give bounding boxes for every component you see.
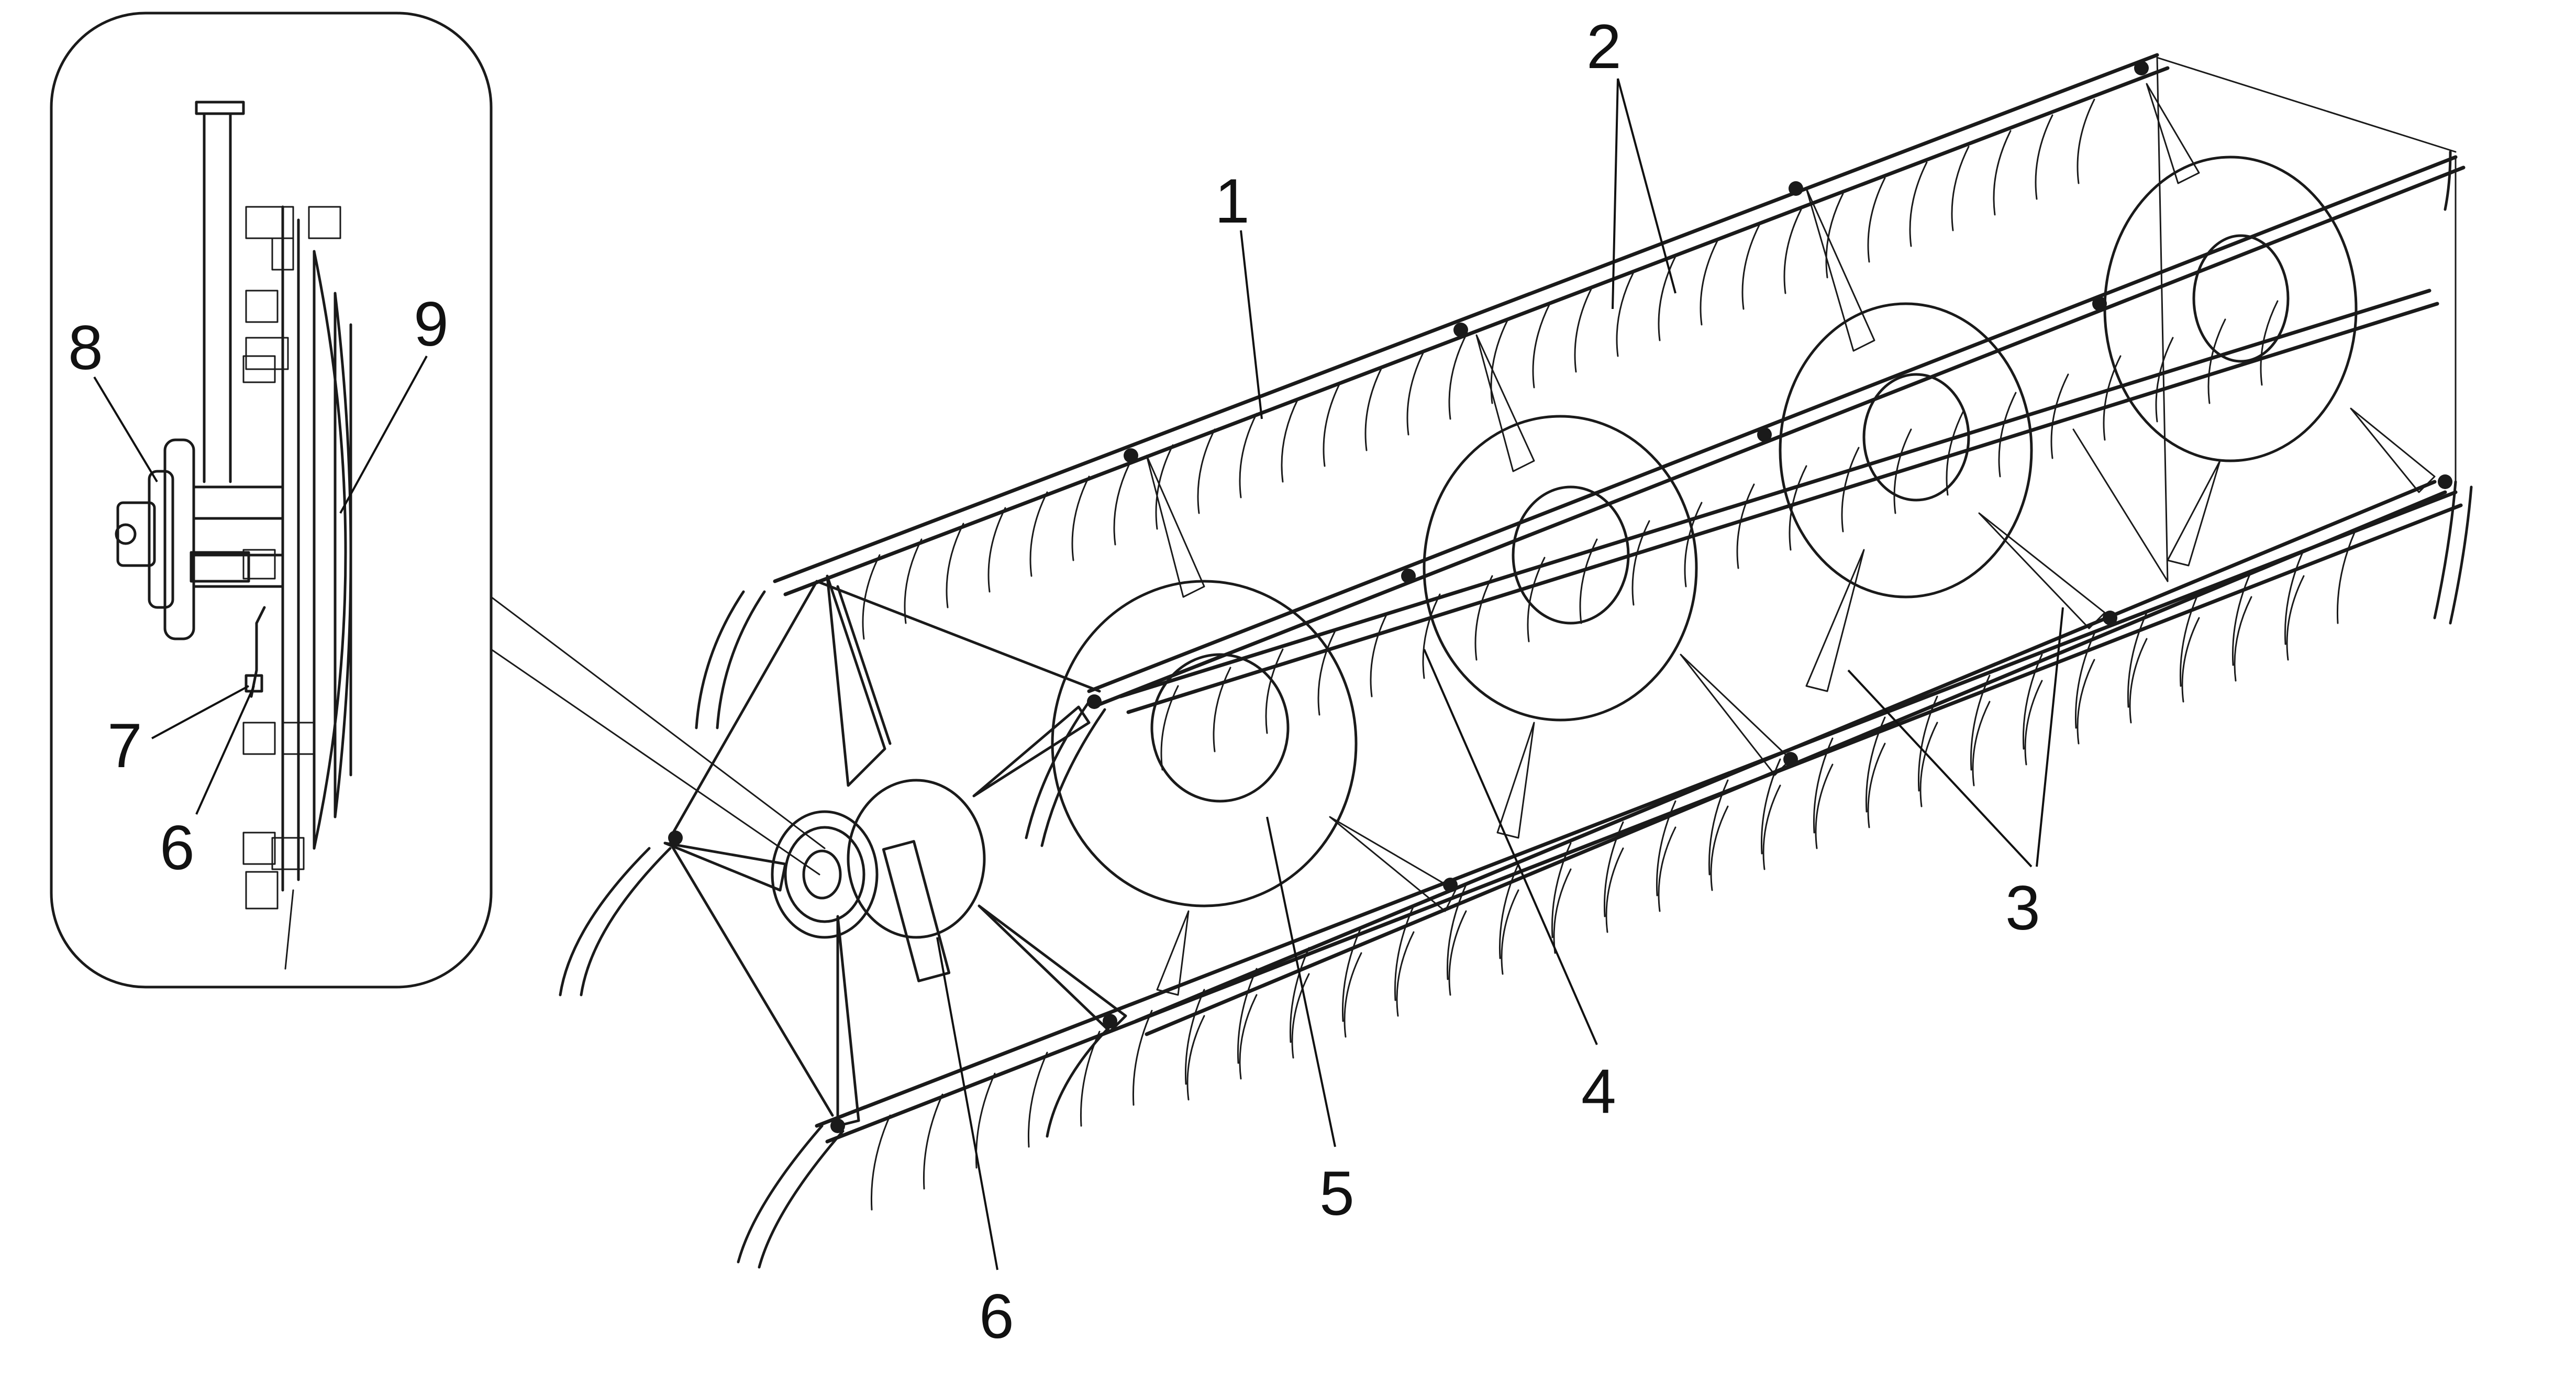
disc-3 [1779, 302, 2033, 599]
tines-lower-row [1186, 575, 2305, 1101]
leader-8 [93, 376, 158, 483]
callout-8: 8 [68, 313, 103, 383]
leader-3b [2036, 607, 2064, 867]
disc-1-inner [1150, 653, 1290, 803]
disc-end [847, 779, 986, 939]
leader-2a [1617, 78, 1676, 294]
tube-bottom [815, 490, 2458, 1128]
callout-7: 7 [107, 711, 142, 781]
callout-6-inset: 6 [160, 813, 195, 883]
leader-7 [151, 685, 249, 739]
end-tines-left [559, 590, 1117, 1269]
callout-9: 9 [414, 289, 449, 359]
tube-top-back [773, 53, 2159, 583]
leader-2b [1612, 78, 1619, 309]
inset-mast [195, 101, 245, 483]
fasteners [668, 61, 2452, 1133]
inset-hub [190, 485, 284, 588]
disc-2 [1423, 415, 1698, 722]
callout-6-main: 6 [979, 1281, 1014, 1352]
tube-bars [773, 53, 2466, 1144]
leader-3a [1847, 669, 2033, 868]
disc-3-inner [1862, 373, 1970, 502]
tube-bottom-2 [825, 503, 2463, 1144]
tube-top-back-2 [783, 66, 2170, 596]
end-tines-right [2433, 150, 2473, 625]
leader-6-inset [195, 685, 255, 815]
tube-mid-2 [1126, 302, 2439, 714]
leader-6-main [936, 937, 998, 1270]
inset-tine-brackets [242, 206, 341, 970]
leader-4 [1423, 649, 1598, 1045]
tines-middle-row [1160, 300, 2279, 771]
leader-1 [1240, 230, 1263, 419]
callout-5: 5 [1319, 1158, 1354, 1228]
inset-reel-side [281, 205, 352, 892]
spider-arms-left [663, 574, 1127, 1127]
callout-2: 2 [1586, 12, 1622, 82]
tines-bottom-row [870, 528, 2357, 1211]
tines-top-row [862, 98, 2095, 640]
callout-4: 4 [1581, 1056, 1616, 1126]
hub-sprocket [771, 810, 951, 982]
inset-crank [245, 606, 266, 698]
main-callouts: 1 2 3 4 5 6 [936, 12, 2064, 1352]
inset-sprocket [115, 438, 195, 640]
disc-4 [2103, 156, 2358, 462]
callout-1: 1 [1215, 166, 1250, 236]
disc-2-inner [1512, 485, 1630, 625]
inset-side-view: 8 9 7 6 [50, 12, 493, 989]
inset-frame [50, 12, 493, 989]
right-end-frame [2072, 57, 2457, 582]
spider-arms-discs [1146, 83, 2436, 996]
disc-4-inner [2192, 234, 2290, 363]
inset-connectors [490, 596, 826, 876]
leader-5 [1266, 816, 1336, 1147]
tube-upper-front [1087, 155, 2458, 693]
disc-1 [1051, 580, 1358, 907]
callout-3: 3 [2005, 873, 2040, 943]
reel-discs [847, 156, 2358, 939]
reel-assembly [559, 53, 2473, 1269]
leader-9 [339, 356, 428, 514]
